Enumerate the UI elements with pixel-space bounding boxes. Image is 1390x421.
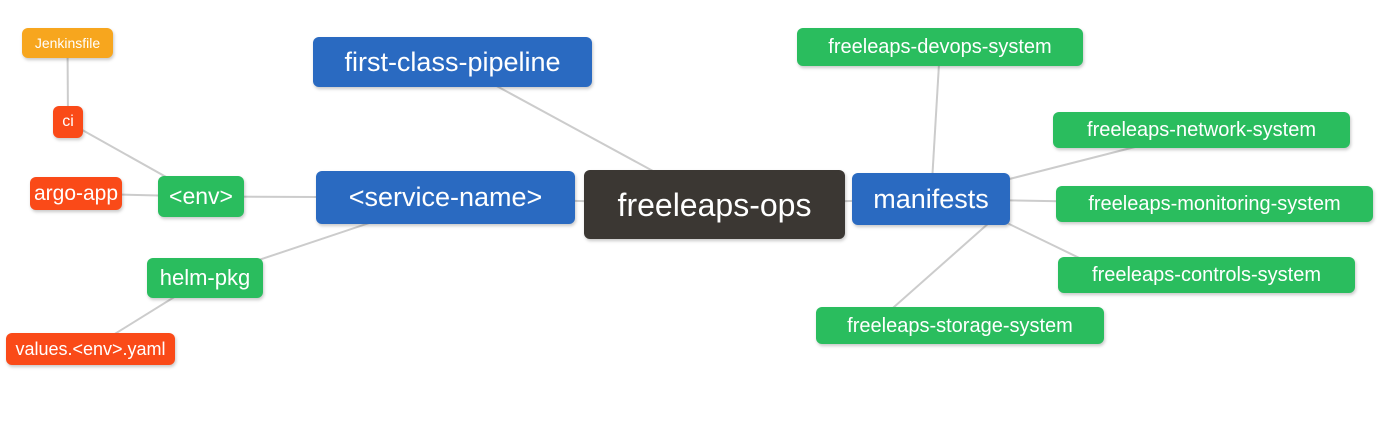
node-label-helm-pkg: helm-pkg <box>159 265 251 290</box>
node-values-env-yaml[interactable]: values.<env>.yaml <box>6 333 175 365</box>
node-first-class-pipeline[interactable]: first-class-pipeline <box>313 37 592 87</box>
node-freeleaps-ops[interactable]: freeleaps-ops <box>584 170 845 239</box>
node-freeleaps-devops-system[interactable]: freeleaps-devops-system <box>797 28 1083 66</box>
node-freeleaps-network-system[interactable]: freeleaps-network-system <box>1053 112 1350 148</box>
node-label-freeleaps-network-system: freeleaps-network-system <box>1087 119 1316 141</box>
node-manifests[interactable]: manifests <box>852 173 1010 225</box>
node-label-freeleaps-monitoring-system: freeleaps-monitoring-system <box>1088 193 1341 215</box>
node-label-ci: ci <box>62 113 74 130</box>
node-label-argo-app: argo-app <box>33 182 119 205</box>
node-freeleaps-storage-system[interactable]: freeleaps-storage-system <box>816 307 1104 344</box>
node-label-first-class-pipeline: first-class-pipeline <box>344 46 561 77</box>
node-jenkinsfile[interactable]: Jenkinsfile <box>22 28 113 58</box>
node-ci[interactable]: ci <box>53 106 83 138</box>
node-label-freeleaps-controls-system: freeleaps-controls-system <box>1092 264 1321 286</box>
edge-manifests--freeleaps-storage-system <box>884 221 991 316</box>
node-label-freeleaps-ops: freeleaps-ops <box>617 186 812 223</box>
node-label-service-name: <service-name> <box>348 182 543 212</box>
node-helm-pkg[interactable]: helm-pkg <box>147 258 263 298</box>
node-label-freeleaps-devops-system: freeleaps-devops-system <box>828 36 1052 58</box>
node-freeleaps-controls-system[interactable]: freeleaps-controls-system <box>1058 257 1355 293</box>
node-label-manifests: manifests <box>873 183 989 214</box>
node-label-values-env-yaml: values.<env>.yaml <box>15 339 166 359</box>
node-label-freeleaps-storage-system: freeleaps-storage-system <box>847 314 1073 337</box>
node-freeleaps-monitoring-system[interactable]: freeleaps-monitoring-system <box>1056 186 1373 222</box>
node-label-env: <env> <box>169 183 233 209</box>
node-env[interactable]: <env> <box>158 176 244 217</box>
node-argo-app[interactable]: argo-app <box>30 177 122 210</box>
node-service-name[interactable]: <service-name> <box>316 171 575 224</box>
node-label-jenkinsfile: Jenkinsfile <box>34 35 101 51</box>
